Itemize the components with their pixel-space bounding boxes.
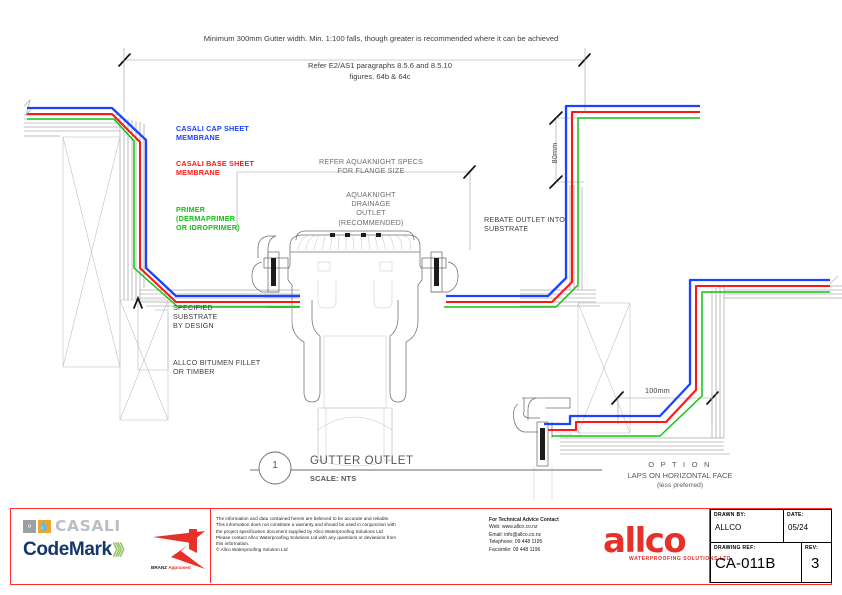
gutter-outlet-detail-drawing: .ln{fill:none;stroke:#a8a8a8;stroke-widt… <box>23 48 842 500</box>
drawn-by-cell: DRAWN BY: ALLCO <box>710 509 784 543</box>
legal-disclaimer: The information and data contained herei… <box>216 516 397 553</box>
allco-tagline: WATERPROOFING SOLUTIONS LTD <box>629 556 732 562</box>
right-upstand-assembly <box>520 111 631 434</box>
contact-web: Web: www.allco.co.nz <box>489 524 538 531</box>
date-value: 05/24 <box>788 523 809 532</box>
revision-value: 3 <box>811 555 820 572</box>
allco-wordmark: allco <box>603 521 687 561</box>
contact-facsimile: Facsimile: 09 448 1196 <box>489 546 541 553</box>
branz-word: BRANZ <box>151 565 169 570</box>
contact-email: Email: info@allco.co.nz <box>489 531 542 538</box>
note-figures-ref: figures. 64b & 64c <box>349 72 411 81</box>
technical-contact-block: For Technical Advice Contact Web: www.al… <box>489 517 609 554</box>
casali-wordmark: CASALI <box>55 517 121 535</box>
top-dimension-line <box>118 48 591 112</box>
callout-specified-substrate: SPECIFIED SUBSTRATE BY DESIGN <box>173 303 218 331</box>
codemark-wordmark: CodeMark <box>23 539 112 560</box>
revision-cell: REV: 3 <box>801 542 832 583</box>
aquaknight-drainage-outlet <box>236 165 476 467</box>
left-membrane-layers <box>27 106 300 308</box>
option-caption-line3: (less preferred) <box>656 482 704 489</box>
certification-logos: ⚬ 💧 CASALI CodeMark 》》 BRANZ Appraised <box>11 509 211 583</box>
callout-bitumen-fillet: ALLCO BITUMEN FILLET OR TIMBER <box>173 358 261 377</box>
casali-swirl-icon: ⚬ <box>23 519 36 533</box>
drawing-ref-cell: DRAWING REF: CA-011B <box>710 542 802 583</box>
right-upstand-membrane <box>520 104 700 308</box>
codemark-chevron-icon: 》》 <box>112 542 132 559</box>
casali-drop-icon: 💧 <box>37 519 51 533</box>
drawn-by-label: DRAWN BY: <box>714 512 746 518</box>
callout-cap-sheet: CASALI CAP SHEET MEMBRANE <box>176 124 249 143</box>
date-label: DATE: <box>787 512 804 518</box>
note-gutter-width: Minimum 300mm Gutter width. Min. 1:100 f… <box>203 34 559 43</box>
branz-appraised-text: BRANZ Appraised <box>151 565 213 570</box>
option-leader <box>829 275 839 285</box>
option-caption: O P T I O N LAPS ON HORIZONTAL FACE (les… <box>600 460 760 492</box>
detail-number: 1 <box>272 460 278 471</box>
contact-telephone: Telephone: 09 448 1195 <box>489 539 543 546</box>
callout-primer: PRIMER (DERMAPRIMER OR IDROPRIMER) <box>176 205 240 233</box>
callout-flange-spec: REFER AQUAKNIGHT SPECS FOR FLANGE SIZE <box>318 157 424 176</box>
drawing-ref-label: DRAWING REF: <box>714 545 756 551</box>
detail-title-rule <box>250 451 602 485</box>
revision-label: REV: <box>805 545 819 551</box>
centre-membrane-layers <box>264 294 520 308</box>
callout-drainage-outlet: AQUAKNIGHT DRAINAGE OUTLET (RECOMMENDED) <box>338 190 404 227</box>
dimension-vertical-80mm: 80mm <box>550 142 559 164</box>
option-detail-assembly <box>513 285 842 500</box>
callout-base-sheet: CASALI BASE SHEET MEMBRANE <box>176 159 255 178</box>
note-e2as1-ref: Refer E2/AS1 paragraphs 8.5.6 and 8.5.10 <box>308 61 452 70</box>
fillet-leader <box>133 295 169 371</box>
detail-scale: SCALE: NTS <box>310 474 357 483</box>
date-cell: DATE: 05/24 <box>783 509 832 543</box>
allco-logo: allco WATERPROOFING SOLUTIONS LTD <box>603 521 731 571</box>
option-caption-line2: LAPS ON HORIZONTAL FACE <box>627 470 733 480</box>
drawing-ref-value: CA-011B <box>715 555 776 572</box>
option-membrane-layers <box>544 278 830 437</box>
appraised-word: Appraised <box>168 565 191 570</box>
branz-appraised-mark-icon <box>153 529 205 569</box>
detail-title: GUTTER OUTLET <box>310 455 414 467</box>
option-caption-line1: O P T I O N <box>648 460 712 469</box>
contact-heading: For Technical Advice Contact <box>489 517 559 523</box>
drawing-title-block: DRAWN BY: ALLCO DATE: 05/24 DRAWING REF:… <box>709 509 832 583</box>
dimension-horizontal-100mm: 100mm <box>645 386 670 395</box>
casali-logo: ⚬ 💧 CASALI <box>23 517 121 535</box>
title-block-footer: ⚬ 💧 CASALI CodeMark 》》 BRANZ Appraised T… <box>10 508 832 585</box>
codemark-logo: CodeMark 》》 <box>23 539 132 561</box>
drawn-by-value: ALLCO <box>715 523 742 532</box>
callout-rebate-outlet: REBATE OUTLET INTO SUBSTRATE <box>484 215 566 234</box>
